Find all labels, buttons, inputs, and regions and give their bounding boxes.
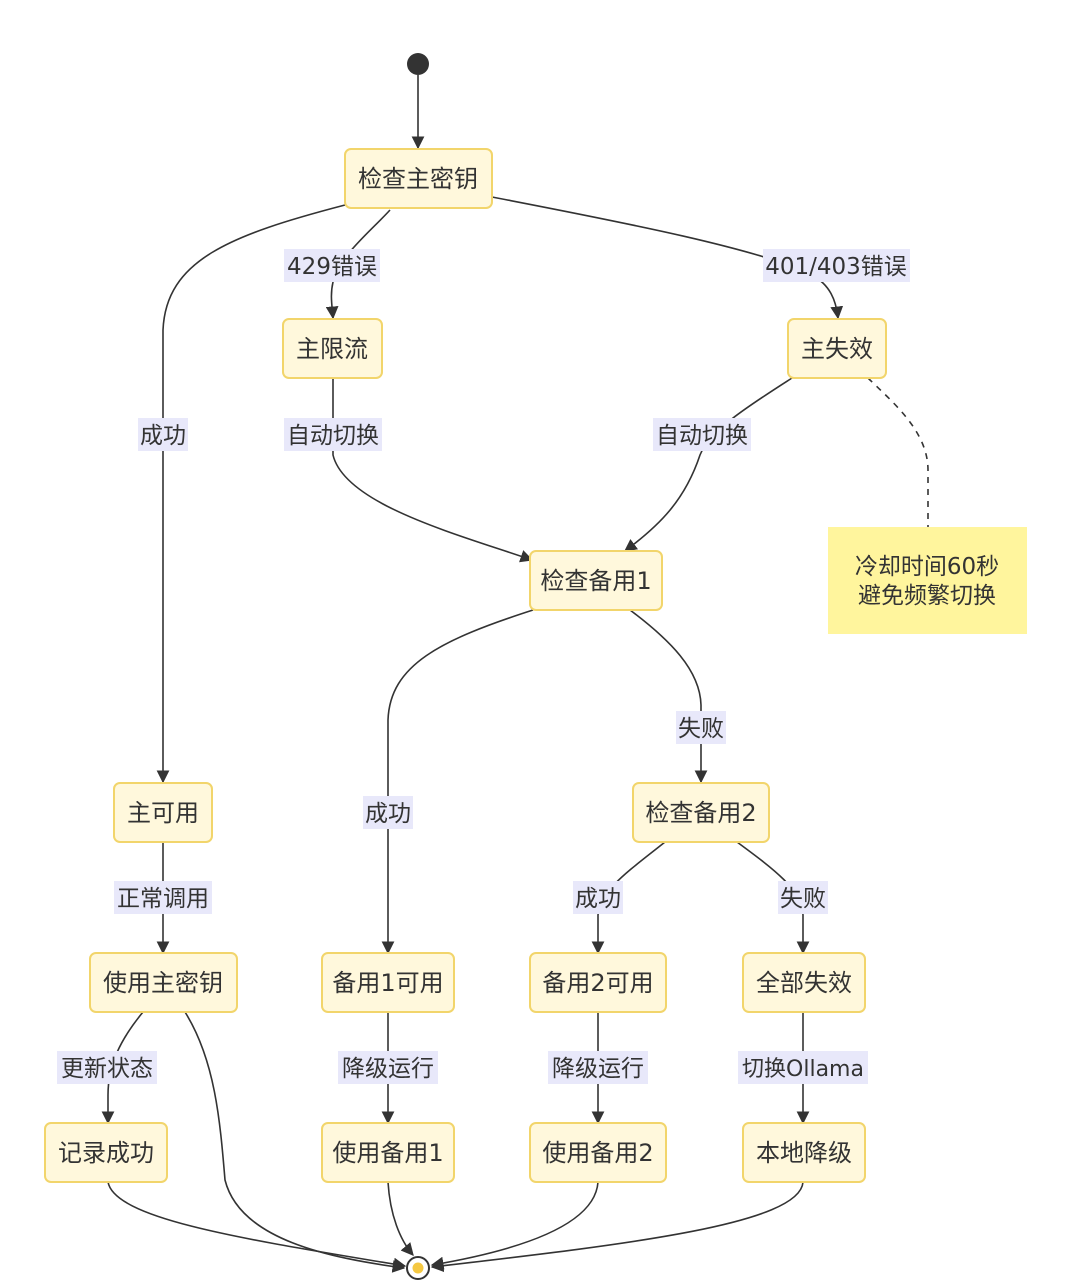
state-check-primary: 检查主密钥	[344, 148, 493, 209]
label-success-primary-text: 成功	[140, 423, 186, 449]
label-success-b1: 成功	[363, 796, 413, 829]
state-primary-invalid: 主失效	[787, 318, 887, 379]
label-auto-switch-1: 自动切换	[284, 418, 382, 451]
label-fail-b2-text: 失败	[780, 886, 826, 912]
edge-success-b1	[381, 609, 534, 955]
state-primary-available-label: 主可用	[127, 799, 199, 827]
label-auto-switch-1-text: 自动切换	[287, 423, 379, 449]
state-backup2-available-label: 备用2可用	[542, 969, 653, 997]
label-success-b2: 成功	[573, 881, 623, 914]
label-update-status-text: 更新状态	[61, 1056, 153, 1082]
label-degrade-2-text: 降级运行	[552, 1056, 644, 1082]
label-429-text: 429错误	[287, 254, 377, 280]
end-node	[406, 1256, 430, 1280]
state-record-success-label: 记录成功	[58, 1139, 154, 1167]
label-fail-b1: 失败	[676, 711, 726, 744]
state-check-backup2-label: 检查备用2	[645, 799, 756, 827]
state-primary-available: 主可用	[113, 782, 213, 843]
label-switch-ollama: 切换Ollama	[738, 1051, 868, 1084]
state-use-backup2-label: 使用备用2	[542, 1139, 653, 1167]
edge-401	[491, 196, 844, 320]
label-switch-ollama-text: 切换Ollama	[742, 1057, 864, 1082]
edge-success-primary	[156, 204, 346, 784]
label-degrade-1: 降级运行	[338, 1051, 438, 1084]
label-401-text: 401/403错误	[765, 254, 907, 280]
label-success-b1-text: 成功	[365, 801, 411, 827]
edge-local-end	[430, 1181, 804, 1273]
label-success-b2-text: 成功	[575, 886, 621, 912]
label-429: 429错误	[284, 249, 380, 282]
state-all-failed-label: 全部失效	[756, 969, 852, 997]
label-auto-switch-2: 自动切换	[653, 418, 751, 451]
edge-auto-switch-2	[623, 377, 793, 552]
edge-use-primary-end	[184, 1011, 406, 1273]
state-backup2-available: 备用2可用	[529, 952, 667, 1013]
state-primary-invalid-label: 主失效	[801, 335, 873, 363]
label-fail-b2: 失败	[778, 881, 828, 914]
state-check-backup1: 检查备用1	[529, 550, 663, 611]
state-backup1-available: 备用1可用	[321, 952, 455, 1013]
state-use-primary-label: 使用主密钥	[103, 969, 223, 997]
state-local-degrade-label: 本地降级	[756, 1139, 852, 1167]
label-success-primary: 成功	[138, 418, 188, 451]
state-primary-ratelimited: 主限流	[282, 318, 383, 379]
edge-use-b1-end	[387, 1181, 414, 1256]
edge-note-link	[867, 377, 929, 527]
state-use-primary: 使用主密钥	[89, 952, 238, 1013]
edge-record-end	[107, 1181, 407, 1271]
label-fail-b1-text: 失败	[678, 716, 724, 742]
state-check-backup2: 检查备用2	[632, 782, 770, 843]
edge-use-b2-end	[430, 1181, 599, 1270]
label-update-status: 更新状态	[57, 1051, 157, 1084]
label-degrade-1-text: 降级运行	[342, 1056, 434, 1082]
cooldown-note-line1: 冷却时间60秒	[855, 554, 999, 580]
state-record-success: 记录成功	[44, 1122, 168, 1183]
state-check-primary-label: 检查主密钥	[358, 165, 478, 193]
label-degrade-2: 降级运行	[548, 1051, 648, 1084]
label-normal-call: 正常调用	[114, 881, 212, 914]
state-check-backup1-label: 检查备用1	[540, 567, 651, 595]
state-all-failed: 全部失效	[742, 952, 866, 1013]
label-normal-call-text: 正常调用	[117, 886, 209, 912]
cooldown-note: 冷却时间60秒 避免频繁切换	[828, 527, 1027, 634]
edge-auto-switch-1	[332, 378, 534, 563]
cooldown-note-line2: 避免频繁切换	[858, 583, 996, 609]
label-auto-switch-2-text: 自动切换	[656, 423, 748, 449]
state-backup1-available-label: 备用1可用	[332, 969, 443, 997]
edge-labels: 429错误 401/403错误 成功 自动切换 自动切换 失败 成功 正常调用	[57, 249, 910, 1084]
state-use-backup2: 使用备用2	[529, 1122, 667, 1183]
state-use-backup1-label: 使用备用1	[332, 1139, 443, 1167]
state-use-backup1: 使用备用1	[321, 1122, 455, 1183]
edge-fail-b1	[629, 609, 708, 784]
state-primary-ratelimited-label: 主限流	[296, 335, 368, 363]
label-401: 401/403错误	[763, 249, 910, 282]
start-node	[407, 53, 429, 75]
state-local-degrade: 本地降级	[742, 1122, 866, 1183]
